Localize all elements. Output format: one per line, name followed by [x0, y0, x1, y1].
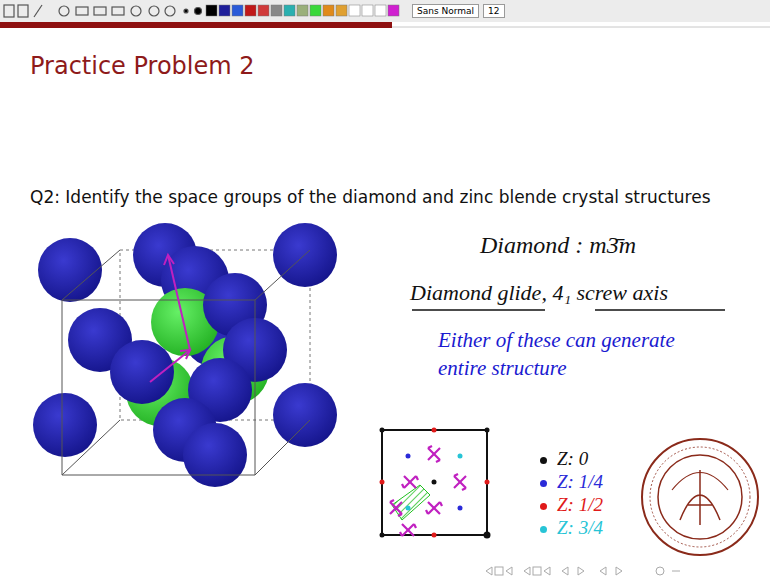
field-text: 12 [488, 6, 499, 16]
toolbar-field: 12 [483, 4, 505, 18]
question-text: Q2: Identify the space groups of the dia… [30, 186, 740, 209]
slide-title: Practice Problem 2 [30, 52, 255, 80]
legend-swatch [540, 503, 547, 510]
legend-row: Z: 1/4 [540, 471, 603, 493]
handwritten-note: Diamond : m3̄m [480, 232, 636, 259]
navigation-icons [486, 567, 680, 575]
institute-logo [642, 439, 758, 555]
legend-row: Z: 3/4 [540, 517, 603, 539]
legend-text: Z: 0 [557, 448, 588, 469]
header-line [392, 27, 770, 28]
toolbar [0, 0, 770, 22]
legend-text: Z: 1/2 [557, 494, 603, 515]
diamond-crystal-illustration [33, 223, 337, 487]
field-text: Sans Normal [417, 6, 474, 16]
legend-text: Z: 3/4 [557, 517, 603, 538]
underline [412, 309, 545, 311]
legend-text: Z: 1/4 [557, 471, 603, 492]
header-bar [0, 22, 392, 28]
legend-row: Z: 1/2 [540, 494, 603, 516]
legend-swatch [540, 457, 547, 464]
legend-row: Z: 0 [540, 448, 588, 470]
handwritten-note: Diamond glide, 4₁ screw axis [410, 280, 668, 306]
underline [595, 309, 725, 311]
toolbar-icons [4, 5, 202, 17]
toolbar-field: Sans Normal [412, 4, 479, 18]
handwritten-note: Either of these can generate entire stru… [438, 326, 708, 383]
legend-swatch [540, 526, 547, 533]
color-palette [206, 5, 399, 16]
legend-swatch [540, 480, 547, 487]
projection-diagram [380, 428, 491, 539]
